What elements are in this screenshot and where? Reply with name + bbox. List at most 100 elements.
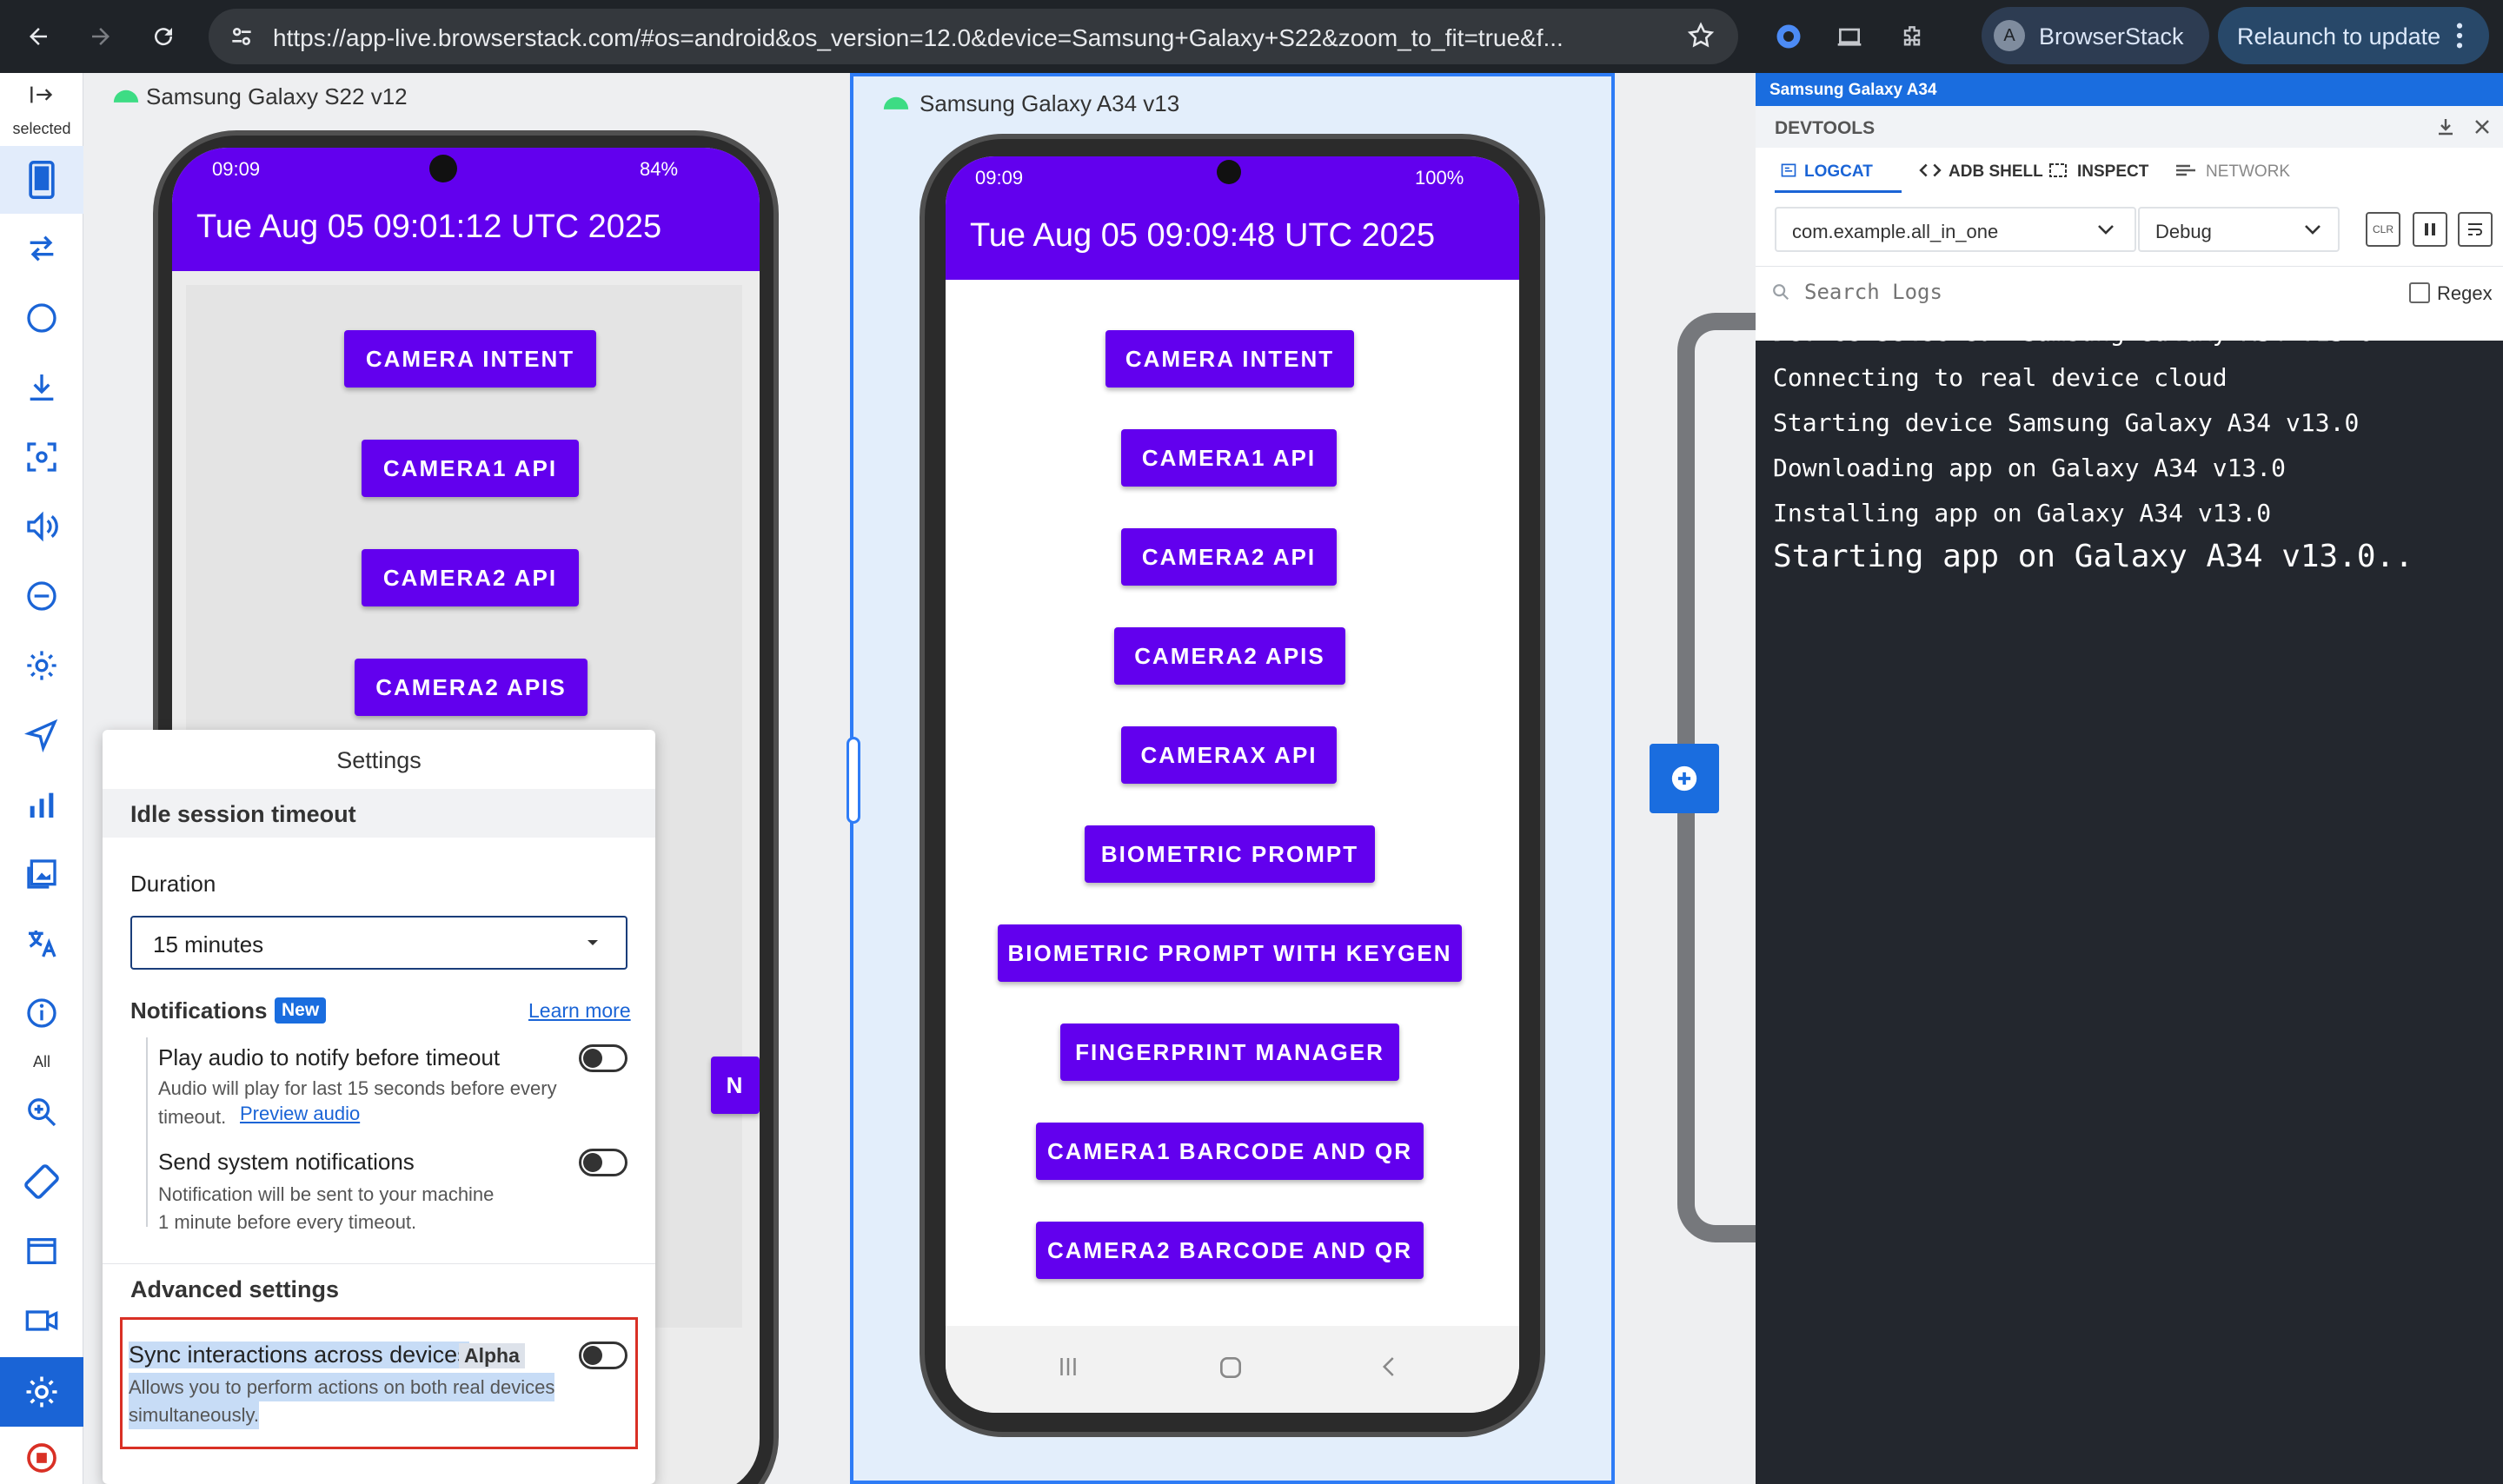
settings-popup: Settings Idle session timeout Duration 1…: [103, 730, 655, 1484]
duration-select[interactable]: 15 minutes: [130, 916, 627, 970]
camera-intent-button[interactable]: CAMERA INTENT: [344, 330, 596, 388]
pause-logs-button[interactable]: [2413, 212, 2447, 247]
camera2-api-button[interactable]: CAMERA2 API: [1121, 528, 1337, 586]
sidebar-item-device[interactable]: [0, 146, 83, 214]
relaunch-button[interactable]: Relaunch to update: [2218, 7, 2489, 64]
wrap-logs-button[interactable]: [2458, 212, 2493, 247]
video-record-icon[interactable]: [0, 1289, 83, 1352]
address-bar[interactable]: https://app-live.browserstack.com/#os=an…: [209, 9, 1738, 64]
biometric-prompt-keygen-button[interactable]: BIOMETRIC PROMPT WITH KEYGEN: [998, 924, 1462, 982]
camera-punch-hole: [429, 155, 457, 182]
tab-network[interactable]: NETWORK: [2174, 148, 2314, 193]
language-icon[interactable]: [0, 912, 83, 975]
fingerprint-manager-button[interactable]: FINGERPRINT MANAGER: [1060, 1024, 1399, 1081]
forward-icon[interactable]: [80, 16, 122, 57]
menu-kebab-icon[interactable]: [2454, 21, 2465, 55]
cast-icon[interactable]: [1829, 16, 1870, 57]
search-icon: [1771, 282, 1790, 306]
device-pane-a34: Samsung Galaxy A34 v13 09:09 100% Tue Au…: [847, 73, 1615, 1484]
tab-inspect[interactable]: INSPECT: [2048, 148, 2178, 193]
reload-icon[interactable]: [143, 16, 184, 57]
status-bar: 09:09 84%: [172, 148, 760, 189]
camera1-barcode-qr-button[interactable]: CAMERA1 BARCODE AND QR: [1036, 1123, 1424, 1180]
rotate-icon[interactable]: [0, 1150, 83, 1213]
sync-highlight-box: [120, 1317, 638, 1449]
camera1-api-button[interactable]: CAMERA1 API: [362, 440, 579, 497]
devtools-toolbar: DEVTOOLS LOGCAT ADB SHELL INSPECT: [1756, 106, 2503, 341]
preview-audio-link[interactable]: Preview audio: [240, 1103, 361, 1124]
android-nav-bar: [946, 1326, 1519, 1413]
regex-checkbox[interactable]: [2409, 282, 2430, 303]
partial-button[interactable]: N: [711, 1057, 760, 1114]
info-icon[interactable]: [0, 982, 83, 1044]
extensions-puzzle-icon[interactable]: [1891, 16, 1933, 57]
add-device-button[interactable]: [1650, 744, 1719, 813]
chevron-down-icon: [2096, 222, 2115, 241]
tab-network-label: NETWORK: [2206, 162, 2291, 181]
performance-chart-icon[interactable]: [0, 773, 83, 836]
site-settings-icon[interactable]: [228, 23, 256, 55]
settings-title: Settings: [336, 747, 422, 773]
volume-down-icon[interactable]: [0, 565, 83, 627]
avatar: A: [1994, 20, 2025, 51]
collapse-sidebar-icon[interactable]: [0, 73, 83, 116]
gallery-icon[interactable]: [0, 843, 83, 905]
back-icon[interactable]: [17, 16, 59, 57]
camera2-barcode-qr-button[interactable]: CAMERA2 BARCODE AND QR: [1036, 1222, 1424, 1279]
location-icon[interactable]: [0, 704, 83, 766]
switch-device-icon[interactable]: [0, 217, 83, 280]
play-audio-toggle[interactable]: [579, 1044, 627, 1072]
stop-session-icon[interactable]: [0, 1427, 83, 1484]
screenshot-icon[interactable]: [0, 426, 83, 488]
home-icon[interactable]: [1217, 1354, 1245, 1386]
zoom-icon[interactable]: [0, 1081, 83, 1143]
window-icon[interactable]: [0, 1220, 83, 1282]
close-icon[interactable]: [2472, 116, 2493, 142]
profile-button[interactable]: A BrowserStack: [1982, 7, 2209, 64]
tab-adb-shell[interactable]: ADB SHELL: [1919, 148, 2058, 193]
idle-section-header: Idle session timeout: [103, 789, 655, 838]
phone-screen-a34[interactable]: 09:09 100% Tue Aug 05 09:09:48 UTC 2025 …: [946, 156, 1519, 1413]
inspect-icon: [2048, 161, 2068, 184]
log-level-select[interactable]: Debug: [2138, 207, 2340, 252]
camera-intent-button[interactable]: CAMERA INTENT: [1105, 330, 1354, 388]
log-line: Device Selected: Samsung Galaxy A34 v13.…: [1773, 318, 2374, 347]
camera2-apis-button[interactable]: CAMERA2 APIS: [355, 659, 588, 716]
extension-swirl-icon[interactable]: [1768, 16, 1809, 57]
home-circle-icon[interactable]: [0, 287, 83, 349]
device-settings-icon[interactable]: [0, 634, 83, 697]
tab-logcat[interactable]: LOGCAT: [1775, 148, 1902, 193]
system-notifications-toggle[interactable]: [579, 1149, 627, 1176]
camera1-api-button[interactable]: CAMERA1 API: [1121, 429, 1337, 487]
package-select[interactable]: com.example.all_in_one: [1775, 207, 2136, 252]
camera2-apis-button[interactable]: CAMERA2 APIS: [1114, 627, 1345, 685]
search-logs-bar: Regex: [1756, 266, 2503, 315]
camera2-api-button[interactable]: CAMERA2 API: [362, 549, 579, 606]
back-nav-icon[interactable]: [1377, 1354, 1403, 1384]
url-text: https://app-live.browserstack.com/#os=an…: [273, 24, 1564, 51]
package-select-value: com.example.all_in_one: [1792, 221, 1999, 242]
camerax-api-button[interactable]: CAMERAX API: [1121, 726, 1337, 784]
android-icon: [881, 92, 911, 114]
sync-toggle[interactable]: [579, 1342, 627, 1369]
system-notifications-desc-2: 1 minute before every timeout.: [158, 1211, 417, 1233]
status-time: 09:09: [212, 158, 261, 180]
biometric-prompt-button[interactable]: BIOMETRIC PROMPT: [1085, 825, 1375, 883]
wrap-lines-icon: [2468, 223, 2482, 235]
settings-gear-icon[interactable]: [0, 1357, 83, 1427]
learn-more-link[interactable]: Learn more: [528, 999, 631, 1022]
clear-logs-button[interactable]: CLR: [2366, 212, 2400, 247]
system-notifications-desc-1: Notification will be sent to your machin…: [158, 1183, 495, 1205]
bookmark-star-icon[interactable]: [1686, 21, 1716, 55]
install-app-icon[interactable]: [0, 356, 83, 419]
download-icon[interactable]: [2435, 116, 2456, 142]
android-icon: [111, 85, 141, 107]
search-logs-input[interactable]: [1804, 275, 2326, 308]
advanced-section-label: Advanced settings: [130, 1276, 340, 1302]
volume-icon[interactable]: [0, 495, 83, 558]
datetime-title: Tue Aug 05 09:01:12 UTC 2025: [196, 209, 662, 245]
resize-handle[interactable]: [847, 737, 860, 824]
plus-circle-icon: [1671, 765, 1697, 792]
battery-level: 84%: [640, 158, 679, 180]
recents-icon[interactable]: [1055, 1354, 1081, 1384]
